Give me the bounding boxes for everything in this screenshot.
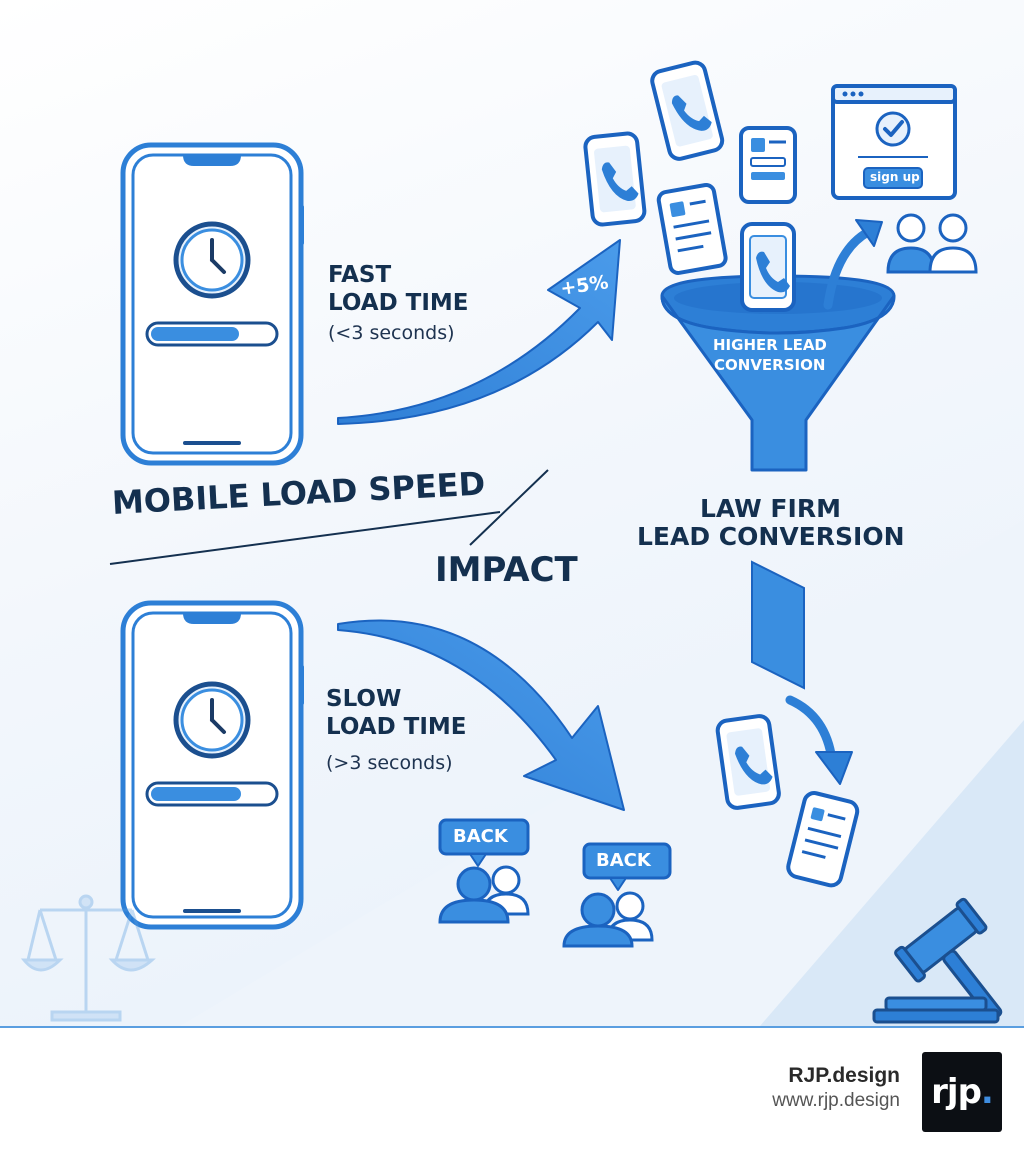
conversion-title-line2: LEAD CONVERSION: [637, 522, 905, 551]
slow-detail: (>3 seconds): [326, 752, 453, 774]
infographic-canvas: FAST LOAD TIME (<3 seconds) +5% SLOW LOA…: [0, 0, 1024, 1026]
back-bubble-1-label: BACK: [453, 826, 508, 847]
funnel-label-line1: HIGHER LEAD: [713, 336, 827, 354]
conversion-curve-arrowhead: [855, 219, 883, 247]
fast-phone-icon: [120, 142, 304, 466]
fast-growth-arrow: [337, 239, 621, 425]
slow-down-arrow: [337, 619, 625, 811]
fast-title-line2: LOAD TIME: [328, 290, 469, 316]
conversion-title-line1: LAW FIRM: [700, 494, 841, 523]
slow-clock-icon: [173, 681, 251, 759]
back-users-1-icon: [438, 865, 530, 924]
logo-text: rjp: [931, 1072, 982, 1112]
signup-button: [863, 167, 923, 189]
slow-progress-bar: [145, 781, 279, 807]
slow-title-line2: LOAD TIME: [326, 714, 467, 740]
brand-name[interactable]: RJP.design: [788, 1064, 900, 1087]
result-form-phone-icon: [786, 791, 860, 888]
logo-dot: .: [980, 1072, 994, 1112]
conversion-curve-arrow: [823, 227, 873, 310]
title-divider-line: [109, 511, 501, 565]
brand-logo[interactable]: rjp.: [922, 1052, 1002, 1132]
conversion-down-bar: [751, 560, 805, 690]
fast-progress-bar: [145, 321, 279, 347]
back-users-2-icon: [562, 891, 654, 948]
fast-title-line1: FAST: [328, 262, 392, 288]
fast-detail: (<3 seconds): [328, 322, 455, 344]
signup-button-label: sign up: [870, 170, 920, 184]
result-phone-icon: [715, 714, 781, 810]
floating-phone-2-icon: [650, 60, 725, 161]
handshake-phone-icon: [740, 222, 796, 312]
floating-form-1-icon: [656, 183, 728, 275]
floating-form-2-icon: [739, 126, 797, 204]
back-bubble-2: [582, 842, 672, 891]
slow-phone-icon: [120, 600, 304, 930]
main-title-line2: IMPACT: [435, 550, 578, 590]
scales-of-justice-icon: [20, 894, 156, 1022]
funnel-label-line2: CONVERSION: [714, 356, 826, 374]
slow-title-line1: SLOW: [326, 686, 402, 712]
back-bubble-1: [438, 818, 530, 867]
title-slash-line: [469, 469, 549, 546]
conversion-down-arrowhead: [815, 751, 853, 785]
gavel-icon: [872, 897, 1003, 1024]
users-icon: [886, 213, 978, 274]
floating-phone-1-icon: [583, 131, 647, 227]
footer: RJP.design www.rjp.design rjp.: [0, 1026, 1024, 1156]
back-bubble-2-label: BACK: [596, 850, 651, 871]
background-corner: [760, 720, 1024, 1026]
fast-clock-icon: [173, 221, 251, 299]
brand-url[interactable]: www.rjp.design: [772, 1090, 900, 1111]
checkmark-icon: [875, 111, 911, 147]
